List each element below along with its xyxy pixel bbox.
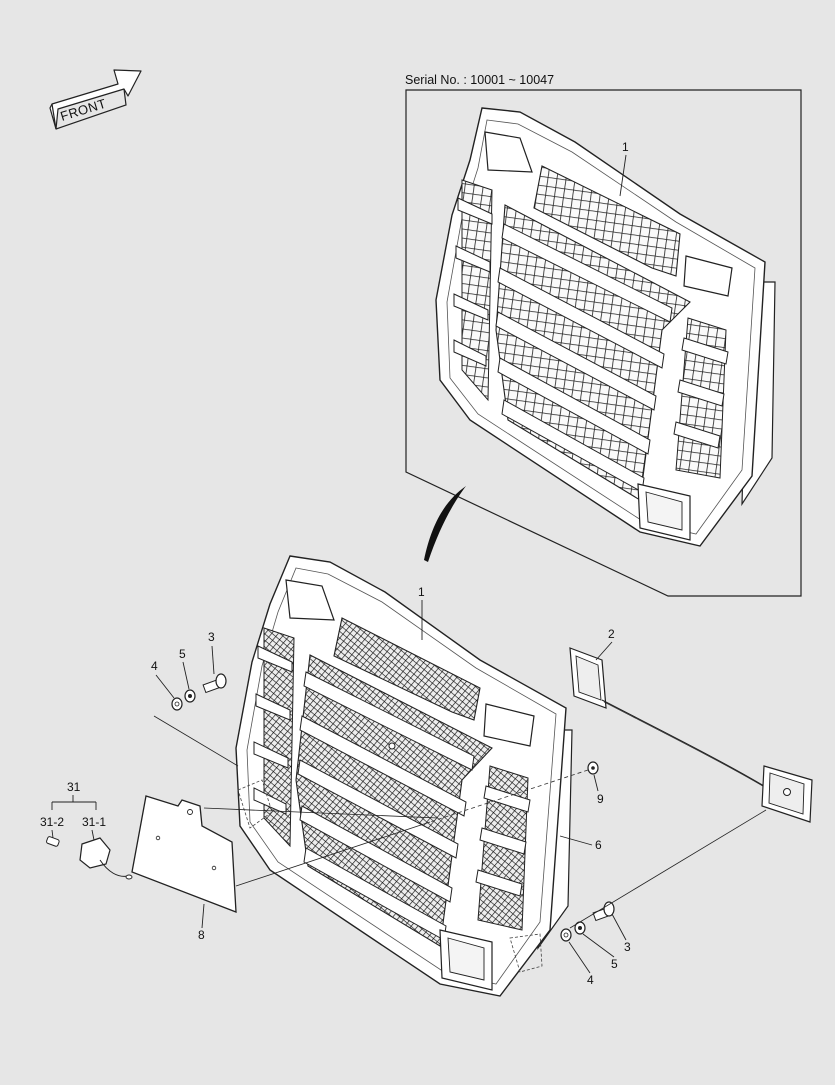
leader-screw-to-plate <box>235 821 431 887</box>
callout-plate: 8 <box>198 928 205 942</box>
inset-pointer <box>424 486 466 562</box>
lamp-assembly <box>79 837 133 880</box>
leader-nut-left <box>182 661 190 690</box>
leader-bulb <box>51 829 54 839</box>
lamp-bracket-assembly <box>569 647 813 823</box>
callout-washer-left: 4 <box>151 659 158 673</box>
leader-washer-left <box>155 674 175 699</box>
main-grille <box>235 555 573 997</box>
license-plate-bracket <box>131 795 237 913</box>
callout-bolt-left: 3 <box>208 630 215 644</box>
callout-hinge-side: 6 <box>595 838 602 852</box>
leader-hardware-left-to-grille <box>153 715 239 767</box>
callout-washer-right: 4 <box>587 973 594 987</box>
leader-lamp <box>91 829 95 841</box>
inset-frame <box>405 89 802 597</box>
callout-bulb: 31-2 <box>40 815 64 829</box>
right-washer <box>560 928 572 942</box>
leader-plate <box>201 903 205 929</box>
callout-bolt-right: 3 <box>624 940 631 954</box>
callout-lamp-assy: 31 <box>67 780 81 794</box>
leader-hinge-side <box>559 835 593 846</box>
leader-bolt-left <box>211 645 215 675</box>
callout-inset-grille: 1 <box>622 140 629 154</box>
left-washer <box>171 697 183 711</box>
callout-nut-right: 5 <box>611 957 618 971</box>
leader-bolt-right <box>611 913 627 941</box>
leader-washer-right <box>568 941 591 974</box>
front-direction-arrow: FRONT <box>49 69 142 130</box>
leader-grille-to-plate <box>203 807 439 819</box>
callout-lamp-bracket: 2 <box>608 627 615 641</box>
leader-inset-grille <box>619 154 627 197</box>
lamp-assy-bracket-line <box>51 795 97 810</box>
leader-nut-right <box>582 933 615 958</box>
leader-lamp-bracket <box>595 641 613 661</box>
callout-lamp: 31-1 <box>82 815 106 829</box>
screw <box>587 761 599 775</box>
left-nut <box>184 689 196 703</box>
leader-screw <box>593 774 599 792</box>
callout-grille: 1 <box>418 585 425 599</box>
callout-screw: 9 <box>597 792 604 806</box>
callout-nut-left: 5 <box>179 647 186 661</box>
leader-hardware-right-to-bracket <box>569 809 767 929</box>
inset-grille <box>435 107 776 547</box>
bulb <box>46 836 60 847</box>
right-nut <box>574 921 586 935</box>
right-bolt <box>592 901 615 922</box>
serial-number-label: Serial No. : 10001 ~ 10047 <box>405 73 554 87</box>
left-bolt <box>202 673 227 694</box>
